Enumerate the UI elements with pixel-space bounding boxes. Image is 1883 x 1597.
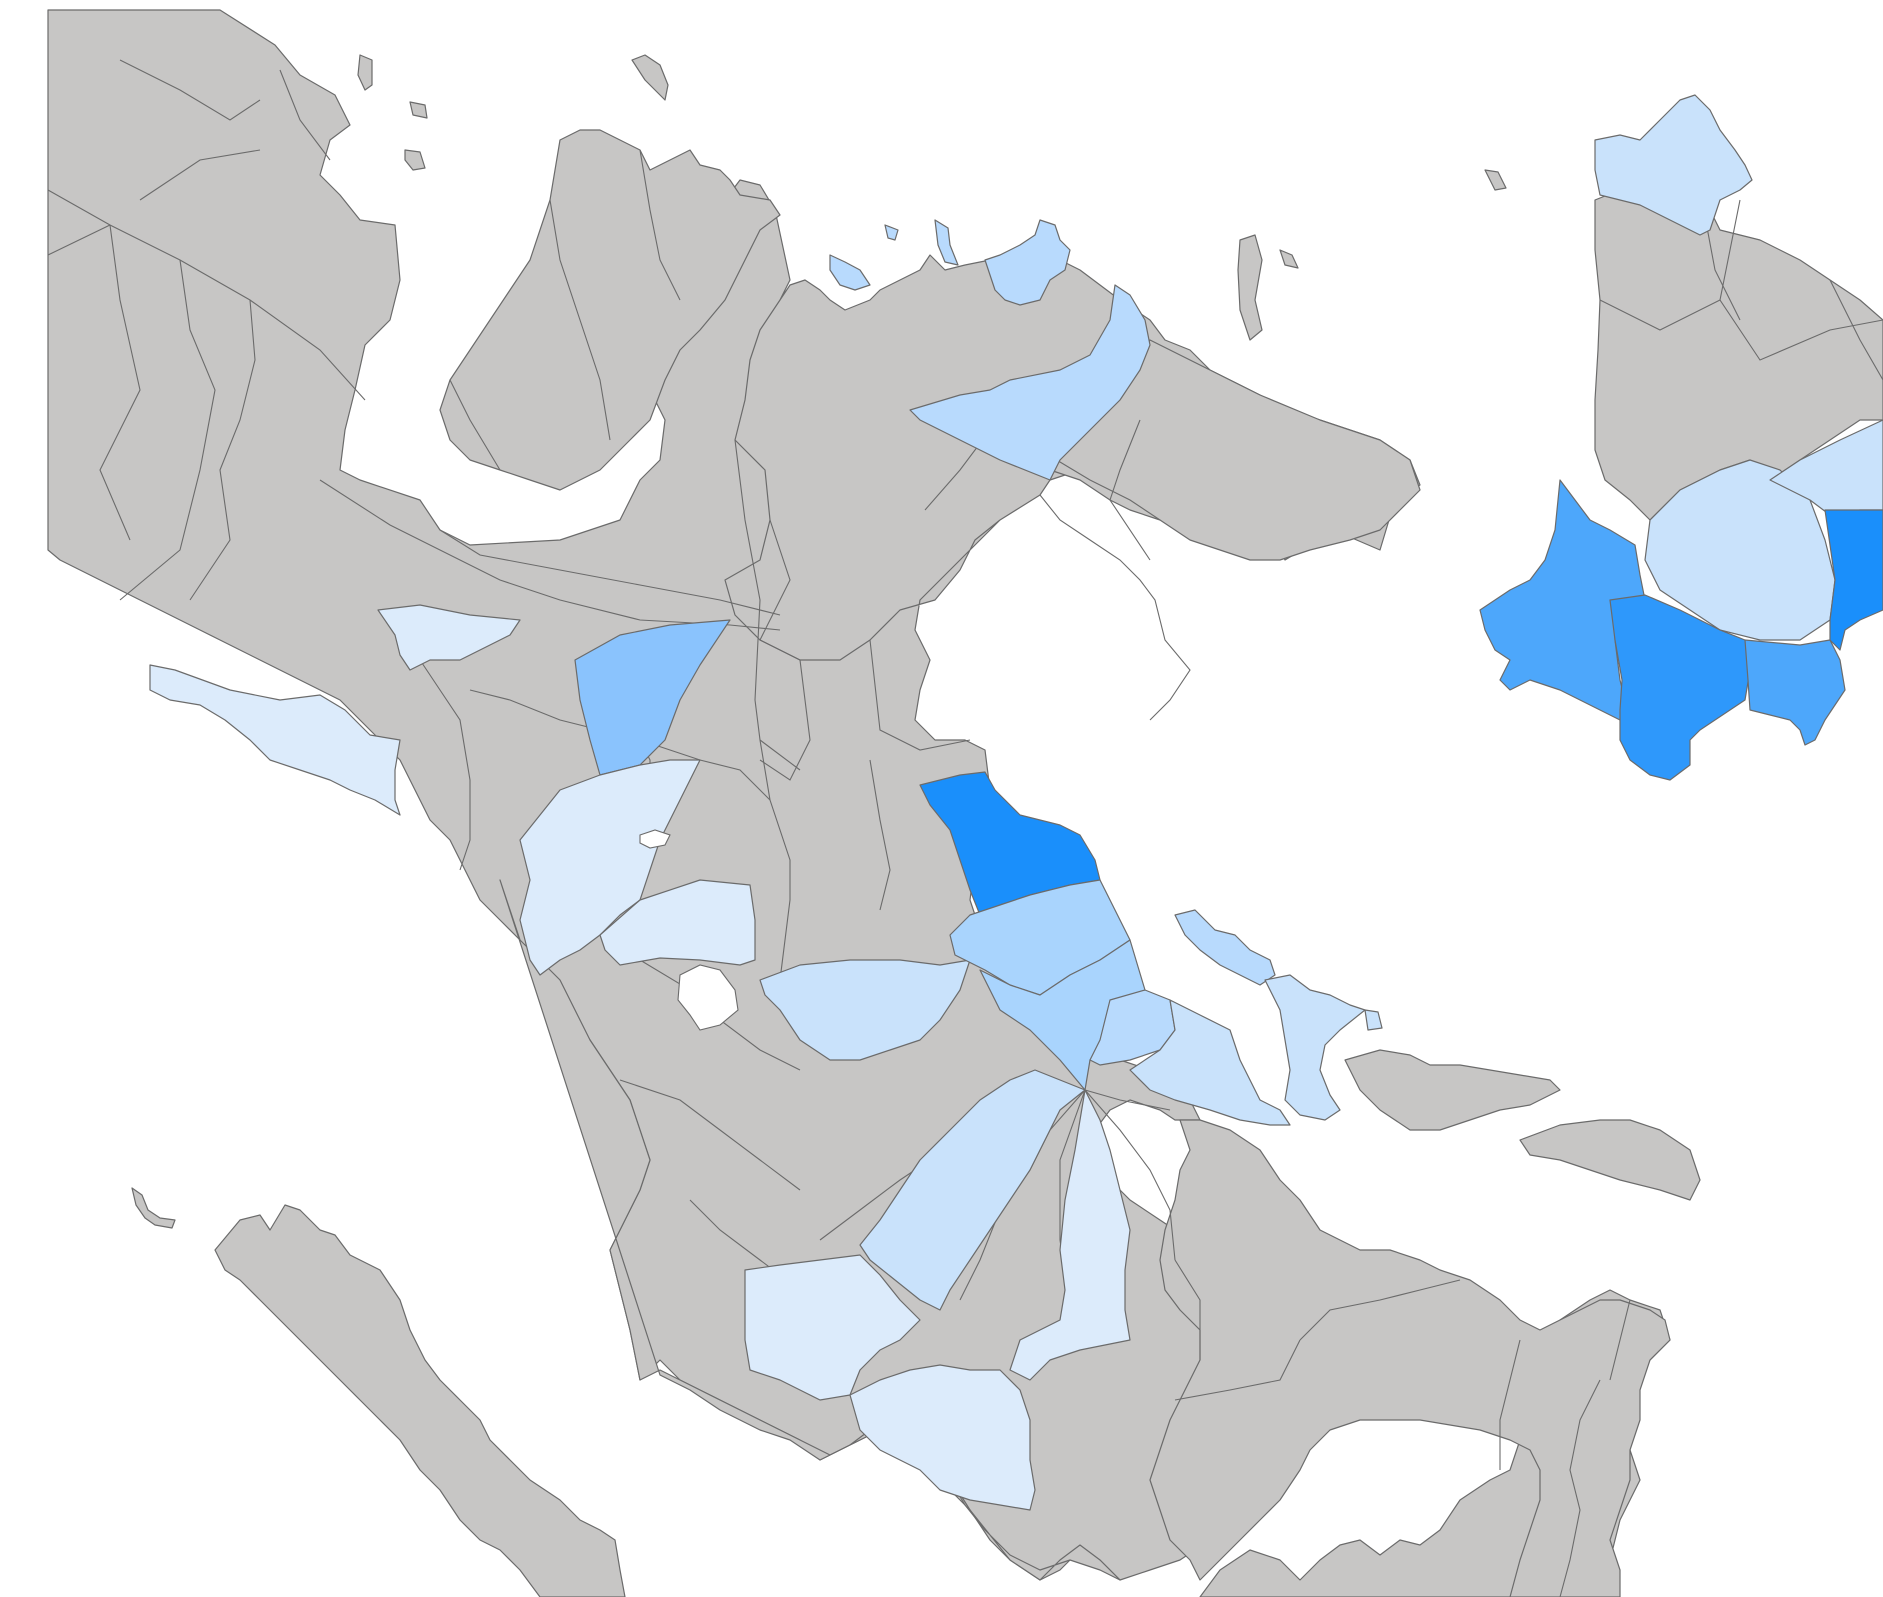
region-far-east-north[interactable]	[1594, 94, 1753, 236]
region-central-south-block[interactable]	[599, 879, 756, 966]
border-line	[549, 199, 611, 441]
border-line	[759, 519, 801, 661]
border-line	[639, 739, 771, 801]
border-line	[869, 639, 971, 751]
region-east-island-b[interactable]	[1519, 1119, 1701, 1201]
border-line	[99, 224, 141, 541]
region-north-islet-group-b[interactable]	[829, 254, 871, 291]
border-line	[1084, 1089, 1171, 1111]
region-north-islet-b[interactable]	[357, 54, 373, 91]
region-west-coast-strip[interactable]	[149, 664, 401, 816]
region-east-island-a[interactable]	[1344, 1049, 1561, 1131]
region-far-east-west-large[interactable]	[1479, 479, 1646, 721]
region-south-coast-1[interactable]	[744, 1254, 921, 1401]
region-east-coast-south-3[interactable]	[1089, 989, 1176, 1066]
region-north-islet-group-d[interactable]	[884, 224, 899, 241]
border-line	[869, 759, 891, 911]
region-north-islet-f[interactable]	[1279, 249, 1299, 269]
border-line	[734, 439, 801, 771]
region-far-east-edge-dark[interactable]	[1824, 509, 1883, 651]
border-line	[759, 659, 811, 781]
border-line	[1174, 1339, 1301, 1401]
region-east-coast-south-4[interactable]	[1129, 999, 1291, 1126]
municipal-borders	[47, 59, 1883, 1597]
border-line	[1039, 494, 1191, 721]
border-line	[449, 379, 501, 471]
border-line	[189, 299, 256, 601]
region-small-islet-sw[interactable]	[131, 1187, 176, 1229]
region-southwest-island[interactable]	[214, 1204, 626, 1597]
border-line	[1829, 279, 1883, 381]
border-line	[439, 529, 781, 616]
region-central-triangle[interactable]	[574, 619, 731, 776]
region-center-south-lobe[interactable]	[759, 959, 971, 1061]
region-north-islet-group-c[interactable]	[934, 219, 959, 266]
border-line	[1559, 1379, 1601, 1597]
region-far-east-south-mid[interactable]	[1609, 594, 1751, 781]
border-line	[139, 149, 261, 201]
border-line	[619, 1079, 801, 1191]
landmass-no-data	[47, 9, 1883, 1597]
border-line	[47, 224, 111, 256]
border-line	[1174, 1259, 1201, 1360]
region-north-islet-c[interactable]	[404, 149, 426, 171]
border-line	[1109, 419, 1151, 561]
border-line	[1039, 449, 1161, 521]
colored-regions	[149, 94, 1883, 1511]
border-line	[47, 189, 366, 401]
region-southeast-mainland[interactable]	[1149, 1119, 1671, 1597]
region-east-island-south-b[interactable]	[1364, 1009, 1383, 1031]
border-line	[119, 59, 261, 121]
region-far-east-right[interactable]	[1769, 419, 1883, 516]
border-line	[279, 69, 331, 161]
border-line	[419, 659, 471, 871]
region-east-island-south[interactable]	[1264, 974, 1366, 1121]
border-line	[1609, 1299, 1631, 1381]
border-line	[1599, 299, 1721, 331]
border-line	[119, 259, 216, 601]
region-north-islet-group[interactable]	[984, 219, 1071, 306]
region-north-islet-d[interactable]	[409, 101, 428, 119]
border-line	[1084, 1089, 1176, 1261]
lake-small	[639, 829, 671, 849]
border-line	[639, 149, 681, 301]
border-line	[1499, 1339, 1521, 1470]
region-south-coast-2[interactable]	[849, 1364, 1036, 1511]
region-far-east-south-right[interactable]	[1744, 639, 1846, 746]
region-north-islet-a[interactable]	[631, 54, 669, 101]
lake-large	[677, 964, 739, 1031]
border-line	[1299, 1279, 1461, 1341]
region-east-island-long[interactable]	[1174, 909, 1276, 986]
border-line	[1719, 199, 1883, 361]
region-north-central-small[interactable]	[377, 604, 521, 671]
region-south-fan-1[interactable]	[859, 1069, 1086, 1311]
region-far-east-islet-a[interactable]	[1484, 169, 1507, 191]
region-south-fan-2[interactable]	[1009, 1089, 1131, 1381]
region-north-peninsula[interactable]	[439, 129, 781, 491]
region-north-islet-e[interactable]	[1237, 234, 1263, 341]
region-northeast-peninsula-west[interactable]	[909, 284, 1151, 481]
border-line	[759, 739, 791, 981]
